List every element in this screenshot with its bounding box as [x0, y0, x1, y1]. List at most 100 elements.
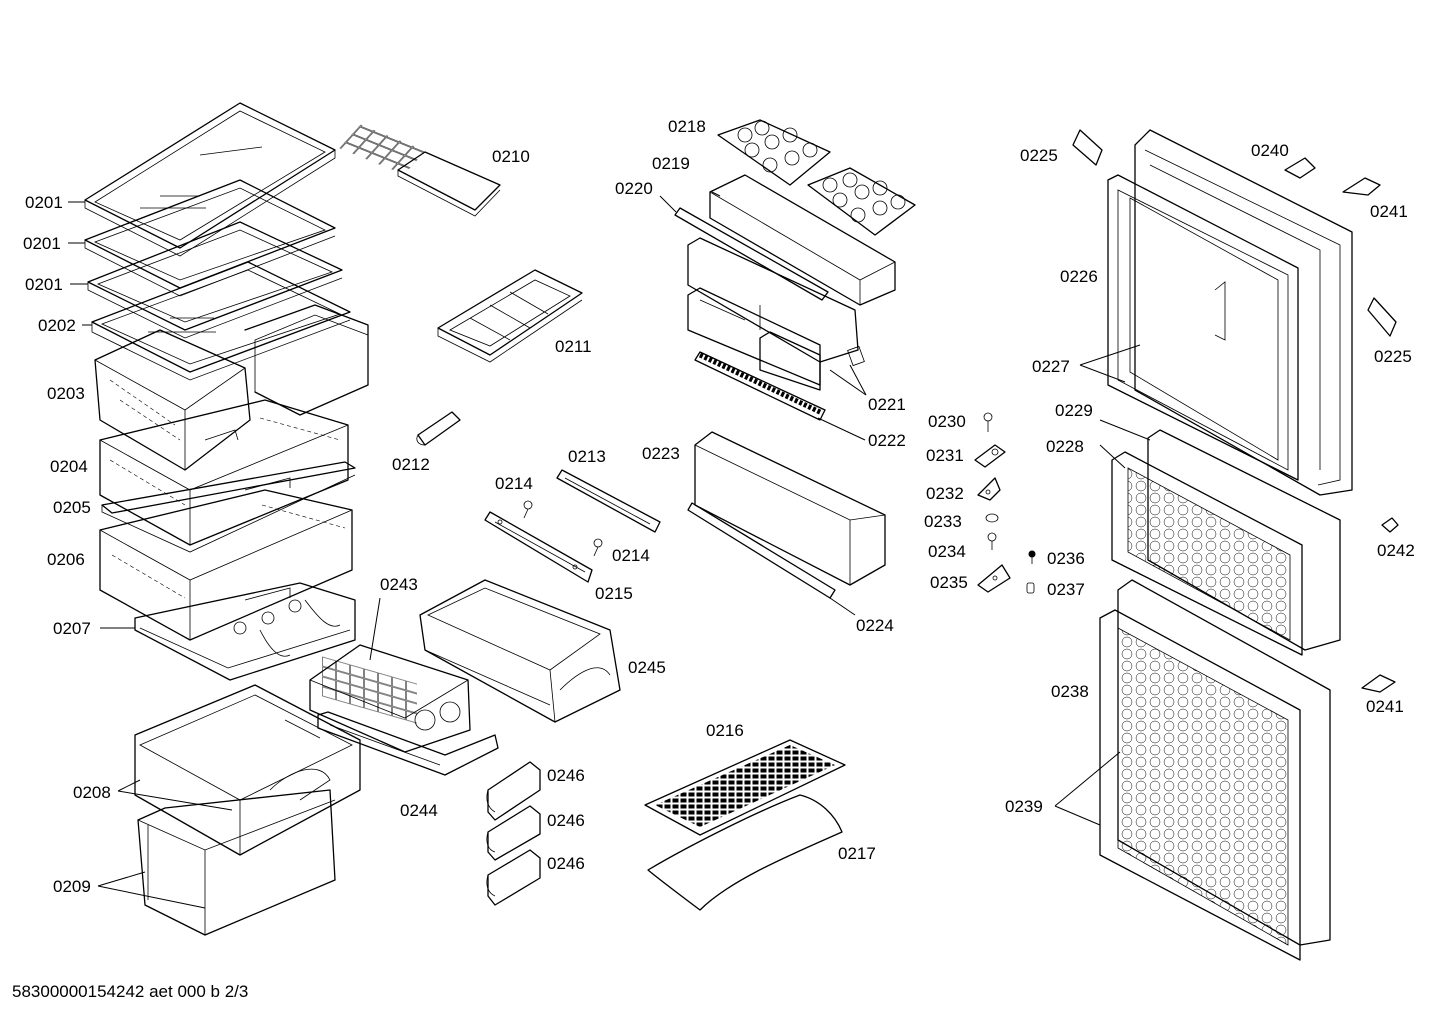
drawer-0204 [99, 399, 349, 546]
glass-shelf-0201-top [84, 102, 336, 257]
label-0242: 0242 [1377, 541, 1415, 560]
hinge-0235 [977, 564, 1011, 593]
door-shelf-0221 [687, 237, 865, 391]
crisper-drawer-0203 [94, 304, 369, 471]
label-0238: 0238 [1051, 682, 1089, 701]
rail-0215 [484, 511, 593, 583]
label-0245: 0245 [628, 658, 666, 677]
hinge-cover-0240 [1284, 157, 1316, 179]
label-0212: 0212 [392, 455, 430, 474]
bracket-0244 [317, 711, 499, 776]
label-0217: 0217 [838, 844, 876, 863]
label-0225-b: 0225 [1374, 347, 1412, 366]
ice-maker-0243 [309, 644, 471, 753]
label-0201-lower: 0201 [25, 275, 63, 294]
label-0216: 0216 [706, 721, 744, 740]
cover-0246-c [486, 849, 541, 906]
label-0225-b [1367, 297, 1397, 337]
label-0232: 0232 [926, 484, 964, 503]
label-0219: 0219 [652, 154, 690, 173]
label-0246-a: 0246 [547, 766, 585, 785]
label-0204: 0204 [50, 457, 88, 476]
ice-cube-tray-0210 [339, 124, 501, 217]
insulation-sheet-0217 [647, 794, 843, 911]
glass-shelf-0201-lower [87, 221, 343, 339]
door-gasket-0229 [1111, 451, 1303, 656]
label-0214-b: 0214 [612, 546, 650, 565]
label-0222: 0222 [868, 431, 906, 450]
label-0239: 0239 [1005, 797, 1043, 816]
egg-tray-0218 [717, 119, 831, 186]
label-0234: 0234 [928, 542, 966, 561]
label-0205: 0205 [53, 498, 91, 517]
drawer-0245 [419, 579, 621, 723]
label-0241-a: 0241 [1370, 202, 1408, 221]
part-labels: 0201 0201 0201 0202 0203 0204 0205 0206 … [23, 117, 1415, 896]
grille-0216 [644, 739, 846, 836]
hinge-cover-0241-a [1342, 177, 1381, 196]
label-0246-c: 0246 [547, 854, 585, 873]
label-0201-middle: 0201 [23, 234, 61, 253]
label-0224: 0224 [856, 616, 894, 635]
door-shelf-0219 [709, 174, 896, 306]
egg-tray-0218-b [807, 167, 916, 236]
label-0230: 0230 [928, 412, 966, 431]
drawer-rail-0205 [101, 461, 356, 553]
door-gasket-0227 [1107, 174, 1299, 481]
label-0208: 0208 [73, 783, 111, 802]
label-0237: 0237 [1047, 580, 1085, 599]
label-0231: 0231 [926, 446, 964, 465]
grille-strip-0222 [694, 351, 826, 421]
bushing-0233 [985, 513, 999, 523]
label-0214-a: 0214 [495, 474, 533, 493]
tray-0211 [437, 269, 583, 363]
plug-0237 [1026, 582, 1035, 594]
label-0207: 0207 [53, 619, 91, 638]
label-0235: 0235 [930, 573, 968, 592]
glass-shelf-0201-middle [84, 179, 336, 297]
label-0246-b: 0246 [547, 811, 585, 830]
screw-0236 [1028, 550, 1036, 564]
label-0236: 0236 [1047, 549, 1085, 568]
label-0243: 0243 [380, 575, 418, 594]
label-0215: 0215 [595, 584, 633, 603]
label-0225-a [1072, 129, 1103, 166]
freezer-drawer-0209 [137, 789, 336, 936]
fridge-door-0226 [1134, 129, 1353, 496]
document-footer: 58300000154242 aet 000 b 2/3 [12, 982, 248, 1001]
door-gasket-0239 [1099, 609, 1301, 961]
label-0206: 0206 [47, 550, 85, 569]
label-0218: 0218 [668, 117, 706, 136]
label-0210: 0210 [492, 147, 530, 166]
screw-0230 [983, 412, 993, 432]
label-0223: 0223 [642, 444, 680, 463]
label-0228: 0228 [1046, 437, 1084, 456]
label-0213: 0213 [568, 447, 606, 466]
screw-0214-b [593, 538, 603, 557]
label-0203: 0203 [47, 384, 85, 403]
screw-0214-a [523, 500, 533, 519]
glass-shelf-0202 [91, 261, 351, 381]
label-0211: 0211 [555, 337, 592, 356]
hinge-0231 [974, 444, 1006, 468]
label-0226: 0226 [1060, 267, 1098, 286]
label-0227: 0227 [1032, 357, 1070, 376]
freezer-drawer-0208 [134, 684, 361, 856]
cover-0246-a [486, 761, 541, 821]
strip-0224 [687, 502, 836, 599]
hinge-0232 [977, 477, 1001, 501]
drawer-0206 [99, 489, 353, 641]
handle-0242 [1381, 517, 1399, 533]
label-0241-b: 0241 [1366, 697, 1404, 716]
label-0233: 0233 [924, 512, 962, 531]
label-0240: 0240 [1251, 141, 1289, 160]
label-0244: 0244 [400, 801, 438, 820]
label-0229: 0229 [1055, 401, 1093, 420]
drawer-frame-0207 [134, 582, 356, 681]
label-0201-top: 0201 [25, 193, 63, 212]
rail-0213 [556, 469, 661, 533]
label-0221: 0221 [868, 395, 906, 414]
label-0209: 0209 [53, 877, 91, 896]
cover-0246-b [486, 805, 541, 861]
label-0202: 0202 [38, 316, 76, 335]
